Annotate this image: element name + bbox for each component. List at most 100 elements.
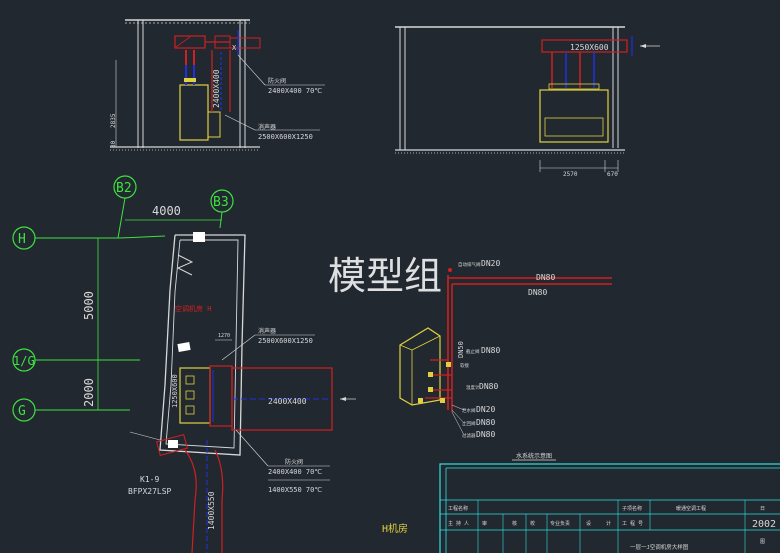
silencer-top-label: 消声器 xyxy=(258,123,276,131)
tb-review-2: 核 xyxy=(512,520,517,527)
label-c-desc: 截止阀 xyxy=(466,348,480,355)
iso-ahu-top-edge xyxy=(399,344,413,351)
leader-plan-silencer xyxy=(221,334,256,361)
elevation-left: X 2400X400 防火阀 2400X400 70℃ 消声器 2500X600… xyxy=(110,19,325,151)
damper-x-mark: X xyxy=(232,44,237,52)
sec-width-a: 2570 xyxy=(563,171,578,178)
iso-valve-3 xyxy=(418,398,423,403)
vert-duct-size: 2400X400 xyxy=(212,69,221,108)
leader-e xyxy=(451,404,465,411)
plan-ahu-coil-3 xyxy=(185,405,195,415)
axis-label-g: G xyxy=(18,404,26,419)
dim-h-1g: 5000 xyxy=(82,291,96,320)
plan-small-dim: 1270 xyxy=(218,333,230,339)
label-f-desc: 止回阀 xyxy=(462,420,476,427)
silencer-plan-label: 消声器 xyxy=(258,327,276,335)
tb-year: 2002 xyxy=(752,519,776,530)
tb-drawing-title: 一层一J空调机房大样图 xyxy=(630,543,689,551)
axis-label-b3: B3 xyxy=(213,195,229,210)
plan-unit-size: 1250X600 xyxy=(171,374,179,408)
elev-base-dim: 80 xyxy=(110,140,117,148)
leader-f xyxy=(451,409,465,424)
damper-top-size: 2400X400 70℃ xyxy=(268,87,322,95)
sec-ahu-panel xyxy=(544,117,604,137)
tb-check: 校 xyxy=(530,520,535,527)
dim-1g-g: 2000 xyxy=(82,378,96,407)
wall-break xyxy=(176,254,194,276)
leader-silencer xyxy=(224,114,256,131)
damper-top-label: 防火阀 xyxy=(268,77,286,85)
fan-tag: K1-9 xyxy=(140,475,159,484)
damper-plan-size: 2400X400 70℃ xyxy=(268,468,322,476)
valve-marker xyxy=(184,78,196,82)
tb-date-label: 日 xyxy=(760,506,765,512)
label-d-desc: 温度计 xyxy=(466,384,480,391)
sec-width-b: 670 xyxy=(607,171,618,178)
axis-label-1g: 1/G xyxy=(13,354,35,368)
tb-project-name: 工程名称 xyxy=(448,505,468,512)
sec-duct xyxy=(541,39,628,53)
section-right: 1250X600 2570 670 xyxy=(395,26,660,178)
sec-valves xyxy=(548,83,600,90)
leader-plan-damper xyxy=(235,429,269,467)
dn80-e: DN80 xyxy=(476,418,495,427)
tb-subitem-name: 子项名称 xyxy=(622,505,642,512)
dn20-top: DN20 xyxy=(481,259,500,268)
plan-view: B2 B3 H 1/G G 4000 5000 2000 空调机房 H xyxy=(12,175,408,553)
dn80-f: DN80 xyxy=(476,430,495,439)
plan-airflow-arrowhead xyxy=(340,397,346,401)
leader-g xyxy=(451,411,465,436)
label-dn20-top-desc: 自动排气阀 xyxy=(458,261,481,268)
tb-host: 主 持 人 xyxy=(448,520,469,527)
dn80-c: DN80 xyxy=(481,346,500,355)
silencer-plan-size: 2500X600X1250 xyxy=(258,337,313,345)
watermark: 模型组 xyxy=(328,254,442,298)
grid-line-h-2 xyxy=(119,235,166,239)
dn50-vert: DN50 xyxy=(457,341,465,358)
duct-curve-right xyxy=(214,449,224,553)
tb-review-1: 审 xyxy=(482,520,487,527)
damper-plan-label: 防火阀 xyxy=(285,458,303,466)
iso-valve-2 xyxy=(428,387,433,392)
label-conn-desc: 软接 xyxy=(460,362,469,369)
fan-model: BFPX27LSP xyxy=(128,487,172,496)
leader-damper xyxy=(237,54,266,86)
tb-sheet-label: 图 xyxy=(760,539,765,545)
iso-valve-1 xyxy=(428,372,433,377)
grid-line-b2 xyxy=(117,197,126,239)
title-block-frame xyxy=(439,463,780,553)
system-caption: 水系统示意图 xyxy=(516,452,552,460)
sec-arrow-head xyxy=(640,44,646,48)
tb-lead: 专业负责 xyxy=(550,520,570,527)
dn80-d: DN80 xyxy=(479,382,498,391)
label-g-desc: 过滤器 xyxy=(462,432,476,439)
duct-top-right xyxy=(229,37,261,49)
sec-duct-size: 1250X600 xyxy=(570,43,609,52)
ahu-coil xyxy=(207,111,221,138)
axis-label-b2: B2 xyxy=(116,181,132,196)
fan-leader xyxy=(129,431,161,441)
dn20-b: DN20 xyxy=(476,405,495,414)
label-e-desc: 泄水阀 xyxy=(462,407,476,414)
duct-top-diag xyxy=(175,36,191,48)
fan-box xyxy=(156,434,188,456)
room-wall-outer xyxy=(159,234,246,456)
water-system: 自动排气阀 DN20 DN80 DN80 DN50 截止阀 DN80 软接 温度… xyxy=(399,259,612,461)
valve-top xyxy=(448,268,452,272)
dn80-a: DN80 xyxy=(536,273,555,282)
column-bottom xyxy=(168,440,178,448)
elev-height-dim: 2835 xyxy=(110,113,117,128)
duct-vert-size: 1400X550 xyxy=(207,491,216,530)
column-top xyxy=(193,232,205,242)
room-wall-inner xyxy=(165,239,239,449)
duct-curve-left xyxy=(184,449,197,553)
damper-plan2-size: 1400X550 70℃ xyxy=(268,486,322,494)
plan-duct-size: 2400X400 xyxy=(268,397,307,406)
iso-ahu-top-edge2 xyxy=(411,335,441,351)
plan-ahu-coil-1 xyxy=(185,375,195,385)
axis-label-h: H xyxy=(18,232,26,247)
title-block: 工程名称 子项名称 暖通空调工程 日 主 持 人 审 核 校 专业负责 设 计 … xyxy=(439,463,780,553)
dn80-b: DN80 xyxy=(528,288,547,297)
